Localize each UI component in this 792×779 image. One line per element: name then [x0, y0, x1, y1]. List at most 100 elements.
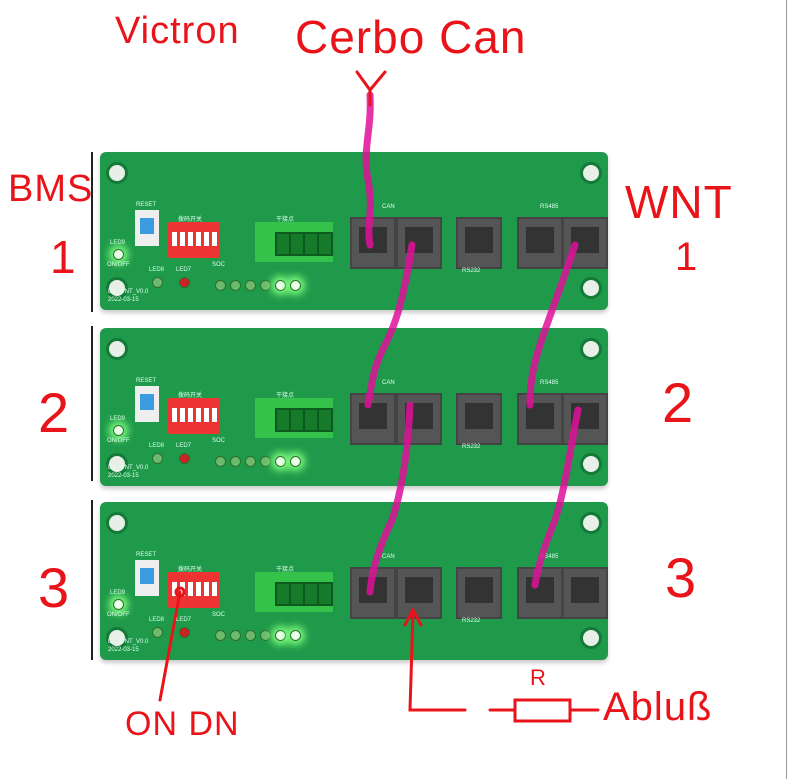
dip-switch-label: 拨码开关 [178, 393, 203, 399]
dip-pointer-line [158, 590, 182, 702]
dip-pointer-dot [174, 586, 186, 598]
led8-label: LED8 [149, 443, 165, 449]
rs485-port-1 [517, 393, 563, 445]
soc-led [275, 630, 286, 641]
led7-label: LED7 [176, 617, 192, 623]
rs232-port [456, 393, 502, 445]
date-label: 2022-03-15 [108, 297, 139, 303]
reset-button [135, 560, 159, 596]
soc-led [215, 280, 226, 291]
led8-label: LED8 [149, 617, 165, 623]
rs232-label: RS232 [462, 444, 481, 450]
label-wnt-1: 1 [675, 235, 699, 279]
dry-contact-label: 干接点 [276, 217, 295, 223]
dip-switch [168, 222, 220, 258]
termination-arrow [403, 606, 467, 712]
soc-led [230, 456, 241, 467]
led8 [152, 627, 163, 638]
soc-led [260, 280, 271, 291]
soc-led [230, 280, 241, 291]
label-resistor: R [530, 665, 547, 690]
reset-button [135, 386, 159, 422]
soc-label: SOC [212, 612, 226, 618]
label-wnt-3: 3 [665, 546, 698, 609]
soc-led [230, 630, 241, 641]
led9-label: LED9 [110, 240, 126, 246]
soc-label: SOC [212, 438, 226, 444]
led7 [179, 277, 190, 288]
reset-label: RESET [136, 552, 157, 558]
led7-label: LED7 [176, 267, 192, 273]
bms-bracket [91, 500, 93, 660]
label-wnt: WNT [625, 176, 733, 228]
led8-label: LED8 [149, 267, 165, 273]
can-label: CAN [382, 204, 395, 210]
on-off-label: ON/OFF [107, 438, 130, 444]
terminal-block [255, 572, 333, 612]
rs232-label: RS232 [462, 618, 481, 624]
power-led [113, 425, 124, 436]
dip-switch-label: 拨码开关 [178, 567, 203, 573]
label-bms-2: 2 [38, 381, 71, 444]
dip-switch [168, 398, 220, 434]
soc-label: SOC [212, 262, 226, 268]
label-cerbo-can: Cerbo Can [295, 11, 527, 63]
can-port-2 [396, 567, 442, 619]
soc-led [245, 280, 256, 291]
reset-button [135, 210, 159, 246]
bms-bracket [91, 152, 93, 312]
date-label: 2022-03-15 [108, 647, 139, 653]
soc-led [215, 456, 226, 467]
reset-label: RESET [136, 378, 157, 384]
terminal-block [255, 222, 333, 262]
soc-led [260, 456, 271, 467]
on-off-label: ON/OFF [107, 262, 130, 268]
can-port-2 [396, 217, 442, 269]
dry-contact-label: 干接点 [276, 393, 295, 399]
label-on-dn: ON DN [125, 705, 240, 743]
label-bms-3: 3 [38, 556, 71, 619]
bms-bracket [91, 326, 93, 481]
soc-led [290, 280, 301, 291]
can-label: CAN [382, 380, 395, 386]
dry-contact-label: 干接点 [276, 567, 295, 573]
rs232-label: RS232 [462, 268, 481, 274]
model-label: DL_WNT_V0.0 [108, 639, 149, 645]
led8 [152, 277, 163, 288]
wire-rs485-board2-to-board3 [531, 406, 582, 589]
label-bms: BMS [8, 168, 94, 210]
label-victron: Victron [115, 10, 240, 52]
date-label: 2022-03-15 [108, 473, 139, 479]
resistor-body [513, 698, 572, 723]
soc-led [215, 630, 226, 641]
model-label: DL_WNT_V0.0 [108, 289, 149, 295]
soc-led [290, 630, 301, 641]
rs485-label: RS485 [540, 554, 559, 560]
on-off-label: ON/OFF [107, 612, 130, 618]
wire-can-board2-to-board3 [366, 401, 414, 596]
model-label: DL_WNT_V0.0 [108, 465, 149, 471]
rs232-port [456, 567, 502, 619]
window-edge [786, 0, 787, 779]
led7 [179, 453, 190, 464]
wire-can-board1-to-board2 [364, 241, 416, 409]
soc-led [275, 280, 286, 291]
rs485-label: RS485 [540, 204, 559, 210]
power-led [113, 599, 124, 610]
wnt-board-2: RESET 拨码开关 干接点 CAN RS232 RS485 LED9 ON/O… [100, 328, 608, 486]
label-abfluss: Abluß [603, 685, 713, 729]
dip-switch-label: 拨码开关 [178, 217, 203, 223]
soc-led [245, 630, 256, 641]
led7-label: LED7 [176, 443, 192, 449]
wire-cerbo-to-can1 [362, 91, 374, 249]
label-wnt-2: 2 [662, 371, 695, 434]
power-led [113, 249, 124, 260]
soc-led [245, 456, 256, 467]
rs232-port [456, 217, 502, 269]
soc-led [290, 456, 301, 467]
soc-led [275, 456, 286, 467]
y-mark [355, 70, 387, 107]
led9-label: LED9 [110, 416, 126, 422]
